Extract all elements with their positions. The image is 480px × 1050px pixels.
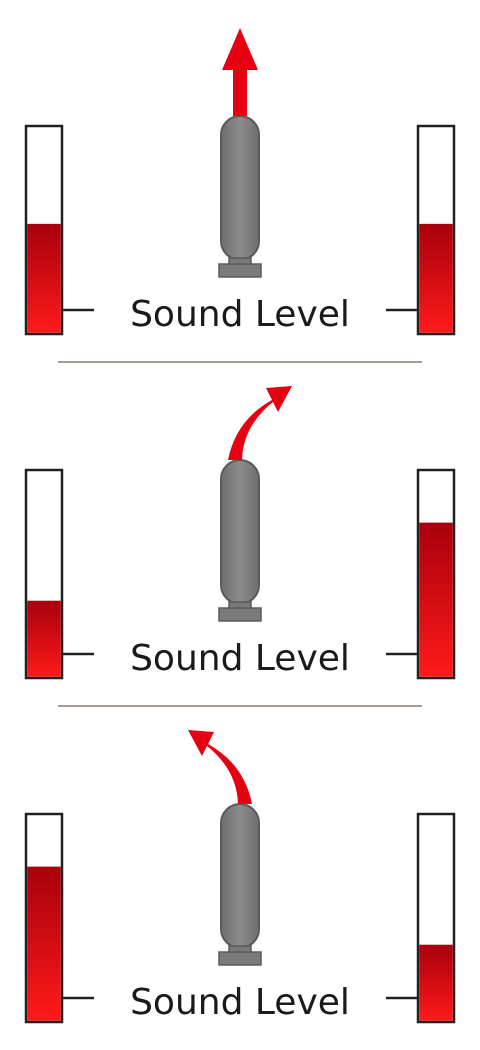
left-meter-fill [27, 600, 61, 677]
arrow-curved-right-icon [228, 386, 292, 460]
arrow-curved-left-icon [188, 730, 252, 804]
left-meter-fill [27, 866, 61, 1021]
panel-1: Sound Level [24, 28, 456, 336]
sound-level-label: Sound Level [130, 982, 350, 1023]
sound-level-label: Sound Level [130, 638, 350, 679]
right-meter [386, 468, 456, 680]
right-meter [386, 812, 456, 1024]
right-meter [386, 124, 456, 336]
arrow-up-icon [222, 28, 258, 116]
left-meter [24, 468, 94, 680]
left-meter [24, 124, 94, 336]
sound-level-label: Sound Level [130, 294, 350, 335]
microphone-icon [218, 115, 262, 278]
microphone-icon [218, 459, 262, 622]
left-meter [24, 812, 94, 1024]
panel-2: Sound Level [24, 386, 456, 680]
panel-3: Sound Level [24, 730, 456, 1024]
right-meter-fill [419, 522, 453, 677]
right-meter-fill [419, 223, 453, 333]
left-meter-fill [27, 223, 61, 333]
microphone-icon [218, 803, 262, 966]
right-meter-fill [419, 944, 453, 1021]
